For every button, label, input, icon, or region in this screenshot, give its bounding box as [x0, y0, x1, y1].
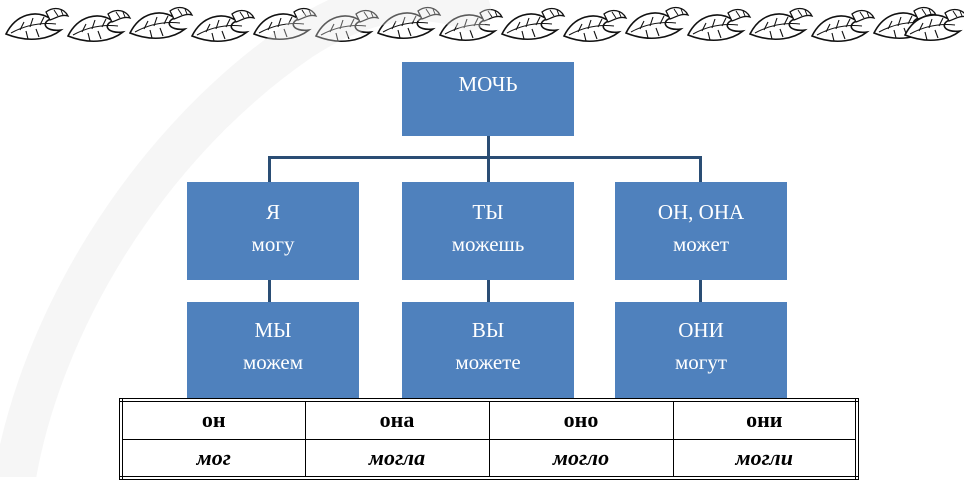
conjugation-box-oni: ОНИ могут [615, 302, 787, 398]
verb-form-label: можете [455, 350, 521, 374]
conjugation-box-ya: Я могу [187, 182, 359, 280]
leaf-border-ornament [5, 6, 964, 43]
table-cell: могло [488, 438, 674, 479]
pronoun-label: ВЫ [471, 318, 505, 342]
table-row-forms: мог могла могло могли [120, 438, 858, 479]
conjugation-box-on-ona: ОН, ОНА может [615, 182, 787, 280]
table-cell: она [304, 399, 490, 440]
verb-form-label: могут [674, 350, 728, 374]
table-row-pronouns: он она оно они [120, 399, 858, 440]
connector-ty-vy [487, 280, 490, 302]
table-cell: могли [672, 438, 858, 479]
conjugation-box-ty: ТЫ можешь [402, 182, 574, 280]
conjugation-box-vy: ВЫ можете [402, 302, 574, 398]
connector-on-oni [699, 280, 702, 302]
connector-to-ty [487, 156, 490, 182]
verb-form-label: могу [251, 232, 295, 256]
verb-form-label: можешь [451, 232, 525, 256]
connector-to-ya [268, 156, 271, 182]
conjugation-box-my: МЫ можем [187, 302, 359, 398]
table-cell: он [120, 399, 306, 440]
root-verb-box: МОЧЬ [402, 62, 574, 136]
connector-to-on-ona [699, 156, 702, 182]
verb-form-label: может [673, 232, 729, 256]
pronoun-label: ТЫ [472, 200, 504, 224]
table-cell: мог [120, 438, 306, 479]
past-tense-table: он она оно они мог могла могло могли [119, 398, 859, 480]
table-cell: они [672, 399, 858, 440]
pronoun-label: МЫ [254, 318, 292, 342]
connector-horizontal-bar [268, 156, 702, 159]
verb-form-label: можем [242, 350, 304, 374]
connector-ya-my [268, 280, 271, 302]
connector-root-down [487, 136, 490, 158]
table-cell: оно [488, 399, 674, 440]
pronoun-label: ОН, ОНА [657, 200, 745, 224]
table-cell: могла [304, 438, 490, 479]
pronoun-label: ОНИ [678, 318, 724, 342]
root-verb-label: МОЧЬ [458, 72, 518, 96]
pronoun-label: Я [265, 200, 280, 224]
